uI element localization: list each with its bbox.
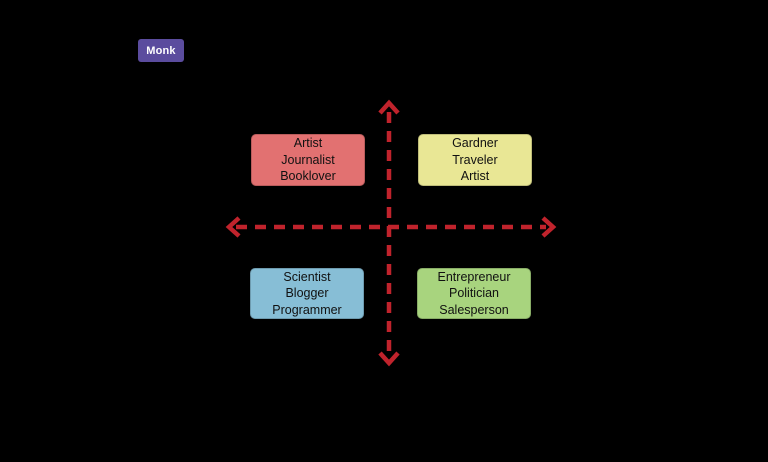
quadrant-label-line: Scientist xyxy=(283,269,331,284)
quadrant-box-top-left: Artist Journalist Booklover xyxy=(251,134,365,186)
quadrant-label-line: Artist xyxy=(293,136,323,151)
quadrant-label-line: Entrepreneur xyxy=(437,269,511,284)
quadrant-label-line: Gardner xyxy=(452,136,498,151)
quadrant-label-line: Salesperson xyxy=(439,302,509,317)
quadrant-label-line: Traveler xyxy=(452,152,498,167)
arrowhead-left-icon xyxy=(225,216,241,238)
axes-group xyxy=(225,99,557,367)
quadrant-box-bottom-left: Scientist Blogger Programmer xyxy=(250,268,364,319)
arrowhead-up-icon xyxy=(378,99,400,115)
quadrant-box-top-right: Gardner Traveler Artist xyxy=(418,134,532,186)
arrowhead-down-icon xyxy=(378,351,400,367)
quadrant-label-line: Blogger xyxy=(285,286,329,301)
quadrant-label-line: Politician xyxy=(448,286,500,301)
monk-badge: Monk xyxy=(138,39,184,62)
quadrant-label-line: Programmer xyxy=(272,302,342,317)
quadrant-label-line: Artist xyxy=(460,169,490,184)
quadrant-label-line: Booklover xyxy=(280,169,336,184)
arrowhead-right-icon xyxy=(541,216,557,238)
quadrant-box-bottom-right: Entrepreneur Politician Salesperson xyxy=(417,268,531,319)
quadrant-label-line: Journalist xyxy=(281,152,335,167)
